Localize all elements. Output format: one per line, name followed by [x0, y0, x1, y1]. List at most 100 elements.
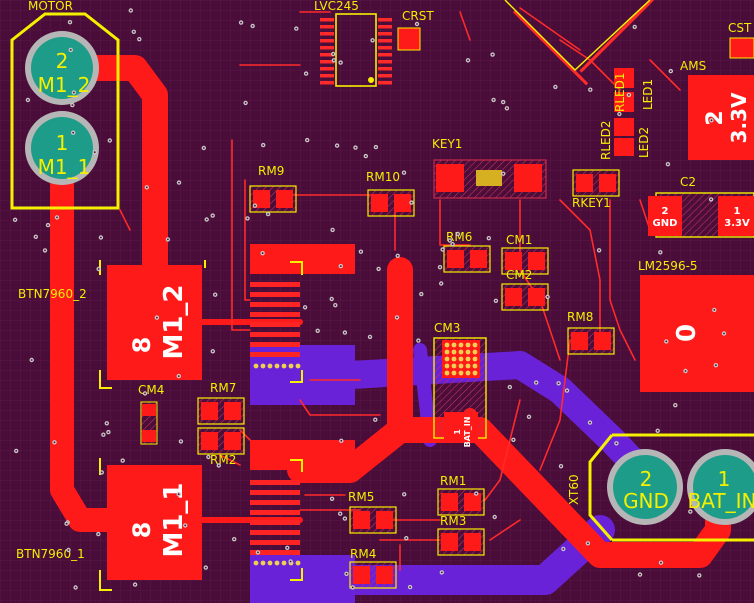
mcu-pin: [579, 57, 595, 73]
key1-pad-right[interactable]: [514, 164, 542, 192]
cm3-via: [465, 356, 471, 362]
rm1-part[interactable]: RM1: [437, 474, 485, 516]
rm8-part[interactable]: RM8: [567, 310, 615, 355]
cm3-via: [458, 349, 464, 355]
xt60-pin-2[interactable]: 2 GND: [607, 449, 683, 525]
via-hole: [345, 572, 348, 575]
rkey1-part[interactable]: [572, 169, 620, 197]
via-hole: [713, 309, 716, 311]
via-hole: [334, 304, 337, 307]
cm3-via: [451, 370, 457, 376]
lvc245-pin: [320, 81, 334, 85]
motor-pin-1[interactable]: 1 M1_1: [25, 111, 99, 185]
via-hole: [698, 574, 701, 577]
via-hole: [417, 339, 420, 342]
via-hole: [669, 70, 672, 72]
crst-label: CRST: [402, 9, 434, 23]
via-hole: [121, 459, 124, 462]
via-hole: [448, 239, 451, 242]
cst-pad[interactable]: [729, 37, 754, 59]
via-hole: [410, 201, 413, 204]
via-hole: [217, 464, 220, 467]
c2-pad-3v3[interactable]: [718, 196, 754, 236]
cm3-via: [465, 363, 471, 369]
cm2-part[interactable]: CM2: [501, 268, 549, 311]
via-hole: [156, 316, 158, 319]
via-hole: [371, 39, 374, 42]
via-hole: [267, 213, 269, 216]
c2-pad-gnd[interactable]: [648, 196, 682, 236]
rm2-part[interactable]: RM2: [197, 427, 245, 467]
btn7960-2-pad-net: M1_2: [159, 284, 189, 359]
motor-pin-2-num: 2: [56, 49, 69, 73]
lvc245-label: LVC245: [314, 0, 359, 13]
via-hole: [689, 510, 692, 513]
rm7-part[interactable]: RM7: [197, 381, 245, 425]
rled1-pad[interactable]: [614, 68, 634, 88]
rm10-part[interactable]: RM10: [366, 170, 415, 217]
lm2596-pad-num: 0: [672, 324, 702, 342]
via-hole: [660, 561, 662, 564]
via-hole: [73, 91, 75, 94]
via-hole: [420, 293, 423, 295]
lvc245-pin: [320, 74, 334, 78]
key1-pad-left[interactable]: [436, 164, 464, 192]
cm3-via: [472, 363, 478, 369]
led1-pad[interactable]: [614, 118, 634, 136]
xt60-pin-1[interactable]: 1 BAT_IN: [687, 449, 754, 525]
via-hole: [74, 586, 77, 589]
via-hole: [674, 404, 677, 407]
lm2596-pad[interactable]: [640, 275, 754, 392]
lvc245-pin: [320, 53, 334, 57]
lvc245-pin: [378, 39, 392, 43]
led2-pad[interactable]: [614, 138, 634, 156]
rm9-pad-b: [276, 190, 293, 208]
rm9-part[interactable]: RM9: [249, 164, 297, 213]
ic-finger-pin: [250, 292, 300, 297]
ams-pad[interactable]: [688, 75, 754, 160]
rm6-part[interactable]: RM6: [443, 230, 491, 273]
btn7960-1-pad[interactable]: [107, 465, 202, 580]
btn7960-2-pad[interactable]: [107, 265, 202, 380]
c2-pad1-net: 3.3V: [724, 218, 750, 229]
rm5-part[interactable]: RM5: [348, 490, 397, 534]
via-hole: [656, 429, 659, 432]
cm3-via: [465, 349, 471, 355]
motor-pin-2[interactable]: 2 M1_2: [25, 31, 99, 105]
crst-pad[interactable]: [397, 27, 421, 51]
cm3-via: [444, 349, 450, 355]
cm3-via: [444, 370, 450, 376]
rm4-part[interactable]: RM4: [349, 547, 397, 589]
cm1-label: CM1: [506, 233, 532, 247]
ic-fingers-lower: [250, 480, 300, 555]
motor-pin-1-num: 1: [56, 131, 69, 155]
via-hole: [506, 107, 508, 110]
rm2-label: RM2: [210, 453, 236, 467]
rm3-part[interactable]: RM3: [437, 514, 485, 556]
ams-pad-num: 2: [703, 110, 728, 125]
rm10-pad-b: [394, 194, 411, 212]
via-hole: [364, 155, 367, 158]
via-hole: [330, 298, 333, 300]
via-hole: [710, 119, 713, 122]
cm3-pad-bottom[interactable]: [444, 412, 478, 442]
via-hole: [65, 522, 68, 525]
rm7-pad-a: [201, 402, 218, 420]
via-hole: [202, 147, 205, 149]
via-hole: [589, 421, 591, 424]
cm3-via: [472, 370, 478, 376]
cm1-part[interactable]: CM1: [501, 233, 549, 275]
via-hole: [204, 566, 207, 569]
via-hole: [340, 439, 343, 442]
lvc245-body[interactable]: [335, 13, 377, 87]
cm3-via: [458, 370, 464, 376]
lvc245-pin: [378, 32, 392, 36]
btn7960-1-pad-num: 8: [128, 522, 156, 539]
rm5-pad-b: [376, 511, 393, 529]
thermal-via: [253, 363, 259, 369]
via-hole: [100, 471, 103, 474]
rm8-label: RM8: [567, 310, 593, 324]
motor-pin-2-name: M1_2: [38, 73, 91, 97]
via-hole: [684, 370, 687, 372]
via-hole: [475, 492, 478, 495]
